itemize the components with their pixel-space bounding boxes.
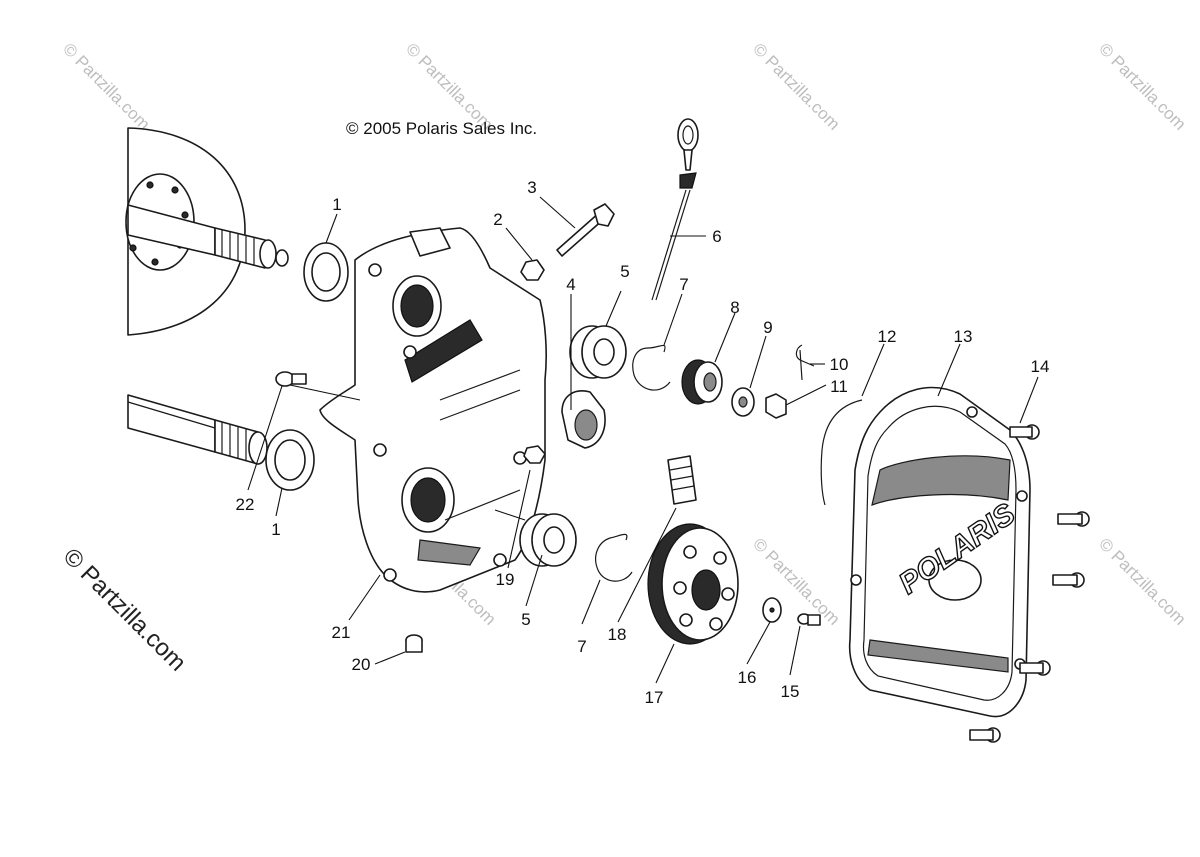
cover-bolt-2: [1057, 511, 1090, 527]
sprocket-8: [681, 359, 723, 405]
seal-upper: [303, 242, 349, 302]
cover-bolt-3: [1052, 572, 1085, 588]
chain-18: [667, 455, 697, 505]
bolt-3: [556, 203, 615, 257]
callout-16: 16: [738, 668, 757, 687]
cotter-pin-10: [795, 344, 815, 381]
watermark-4: © Partzilla.com: [1095, 39, 1189, 133]
callout-13: 13: [954, 327, 973, 346]
plug-20: [405, 634, 423, 653]
watermark-7: © Partzilla.com: [1095, 534, 1189, 628]
gasket-12: [820, 399, 863, 506]
snap-ring-lower: [595, 533, 633, 582]
callout-1-upper: 1: [332, 195, 341, 214]
callout-12: 12: [878, 327, 897, 346]
washer-16: [762, 597, 782, 623]
callout-18: 18: [608, 625, 627, 644]
callout-2: 2: [493, 210, 502, 229]
bolt-15: [797, 613, 821, 626]
bearing-upper: [569, 325, 627, 379]
callout-7-upper: 7: [679, 275, 688, 294]
callout-22: 22: [236, 495, 255, 514]
callout-1-lower: 1: [271, 520, 280, 539]
callout-14: 14: [1031, 357, 1050, 376]
cover-bolt-1: [1009, 424, 1040, 440]
callout-4: 4: [566, 275, 575, 294]
cover-bolt-4: [1019, 660, 1051, 676]
washer-9: [731, 387, 755, 417]
upper-jackshaft: [127, 204, 289, 269]
tensioner-4: [561, 390, 606, 449]
snap-ring-upper: [632, 344, 671, 391]
callout-3: 3: [527, 178, 536, 197]
bearing-lower: [519, 513, 577, 567]
callout-9: 9: [763, 318, 772, 337]
copyright-text: © 2005 Polaris Sales Inc.: [346, 119, 537, 138]
gear-17: [647, 523, 739, 645]
watermark-large: © Partzilla.com: [58, 543, 191, 676]
callout-11: 11: [830, 377, 848, 396]
callout-17: 17: [645, 688, 664, 707]
nut-19: [523, 445, 546, 464]
nut-2: [520, 259, 545, 281]
chaincase-housing: [319, 227, 547, 593]
callout-8: 8: [730, 298, 739, 317]
callout-7-lower: 7: [577, 637, 586, 656]
callout-20: 20: [352, 655, 371, 674]
callout-5-upper: 5: [620, 262, 629, 281]
callouts: 1 1 2 3 4 5 5 6 7 7 8 9 10 11 12 13 14 1…: [236, 178, 1050, 707]
cover-bolts-14: [969, 424, 1090, 743]
dipstick-6: [651, 118, 699, 301]
bolt-22: [275, 371, 307, 387]
callout-5-lower: 5: [521, 610, 530, 629]
callout-19: 19: [496, 570, 515, 589]
watermark-3: © Partzilla.com: [749, 39, 843, 133]
callout-6: 6: [712, 227, 721, 246]
cover-bolt-5: [969, 727, 1001, 743]
lower-shaft: [127, 394, 268, 465]
callout-21: 21: [332, 623, 351, 642]
seal-lower: [265, 429, 315, 491]
callout-15: 15: [781, 682, 800, 701]
nut-11: [765, 393, 787, 419]
callout-10: 10: [830, 355, 849, 374]
leader-lines: [247, 196, 1039, 684]
watermark-1: © Partzilla.com: [59, 39, 153, 133]
chaincase-cover-13: POLARIS: [848, 386, 1031, 718]
